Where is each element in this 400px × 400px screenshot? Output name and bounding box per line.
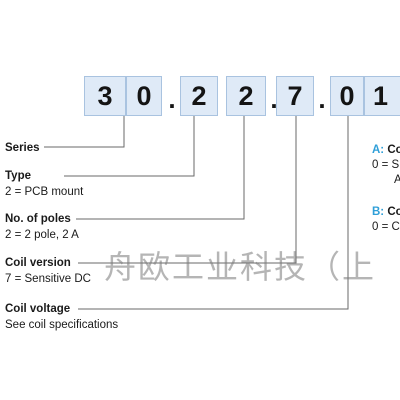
code-digit: 2	[238, 80, 254, 111]
label-type: Type 2 = PCB mount	[5, 169, 83, 199]
code-digit-box: 2	[180, 76, 218, 116]
label-coil-version: Coil version 7 = Sensitive DC	[5, 256, 91, 286]
label-series: Series	[5, 141, 40, 155]
code-digit-box: 0	[126, 76, 162, 116]
leader-line-series	[44, 116, 125, 148]
label-title: Type	[5, 170, 31, 182]
side-note-letter: A:	[372, 144, 385, 156]
side-note-line: 0 = C	[372, 221, 400, 233]
label-description: 2 = PCB mount	[5, 186, 84, 198]
label-description: 7 = Sensitive DC	[5, 273, 91, 285]
code-digit: 7	[287, 80, 303, 111]
side-note-line: A	[394, 174, 400, 186]
code-separator: .	[270, 84, 278, 114]
code-digit: 0	[339, 80, 355, 111]
label-title: Coil voltage	[5, 303, 71, 315]
code-digit-box: 2	[226, 76, 266, 116]
side-note-a: A: Co 0 = S A	[372, 143, 400, 188]
code-digit-box: 0	[330, 76, 364, 116]
side-note-letter: B:	[372, 206, 385, 218]
watermark-text: 舟欧工业科技（上	[104, 248, 377, 286]
side-note-head: Co	[387, 144, 400, 156]
code-digit-box: 1	[364, 76, 400, 116]
code-separator: .	[318, 84, 326, 114]
label-title: No. of poles	[5, 213, 71, 225]
code-digit: 0	[136, 80, 152, 111]
leader-line-poles	[76, 116, 245, 220]
side-note-b: B: Co 0 = C	[372, 205, 400, 235]
label-description: See coil specifications	[5, 319, 119, 331]
code-digit: 3	[97, 80, 113, 111]
leader-line-coil-version	[78, 116, 297, 264]
code-digit: 2	[191, 80, 207, 111]
label-title: Series	[5, 142, 40, 154]
label-coil-voltage: Coil voltage See coil specifications	[5, 302, 118, 332]
code-digit: 1	[373, 80, 389, 111]
side-note-line: 0 = S	[372, 159, 400, 171]
leader-line-type	[64, 116, 195, 177]
code-digit-box: 7	[276, 76, 314, 116]
label-poles: No. of poles 2 = 2 pole, 2 A	[5, 212, 79, 242]
code-digit-box: 3	[84, 76, 126, 116]
leader-line-coil-voltage	[78, 116, 349, 310]
code-separator: .	[168, 84, 176, 114]
label-description: 2 = 2 pole, 2 A	[5, 229, 79, 241]
side-note-head: Co	[387, 206, 400, 218]
label-title: Coil version	[5, 257, 71, 269]
